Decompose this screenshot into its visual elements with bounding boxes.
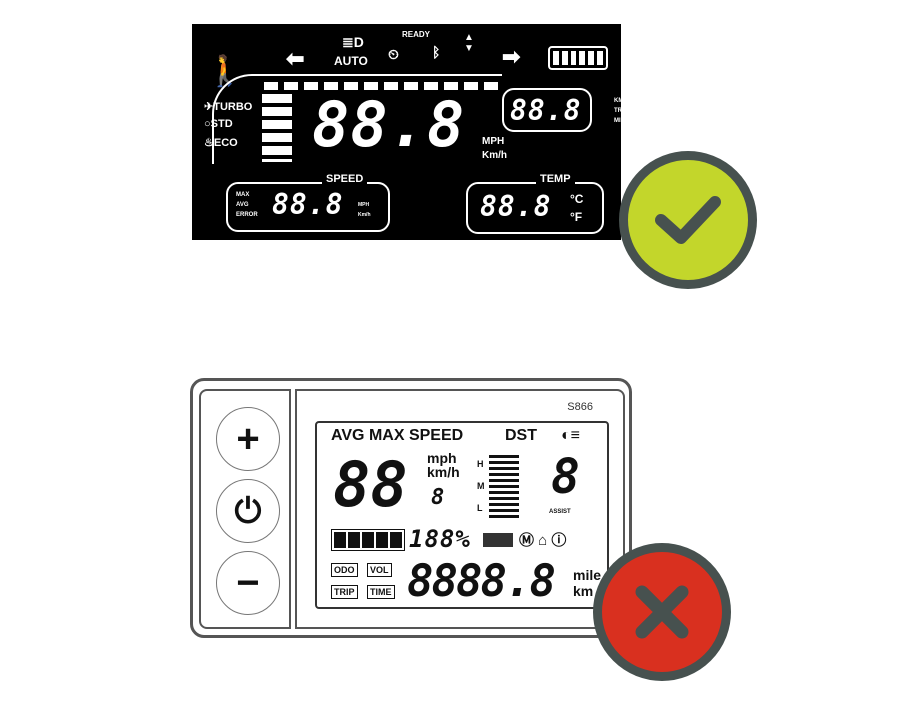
battery-icon xyxy=(331,529,405,551)
battery-percent: 188% xyxy=(409,525,471,553)
main-speed-readout: 88.8 xyxy=(312,88,466,161)
model-label: S866 xyxy=(567,401,593,413)
power-button[interactable]: ⏻ xyxy=(216,479,280,543)
speed-bar-left xyxy=(262,94,292,162)
headlight-icon: ◐≡ xyxy=(561,427,580,444)
vol-button[interactable]: VOL xyxy=(367,563,392,577)
trip-frame xyxy=(502,88,592,132)
time-button[interactable]: TIME xyxy=(367,585,395,599)
plus-button[interactable]: + xyxy=(216,407,280,471)
speed-panel-frame xyxy=(226,182,390,232)
header-labels: AVG MAX SPEED xyxy=(331,427,464,444)
check-badge xyxy=(619,151,757,289)
trip-readout: 88.8 xyxy=(510,94,582,127)
speed-panel-readout: 88.8 xyxy=(272,188,344,221)
dst-label: DST xyxy=(505,427,537,444)
odo-button[interactable]: ODO xyxy=(331,563,358,577)
assist-label: ASSIST xyxy=(549,509,571,515)
trip-button[interactable]: TRIP xyxy=(331,585,358,599)
minus-button[interactable]: − xyxy=(216,551,280,615)
pas-icon xyxy=(483,533,513,547)
temp-panel-title: TEMP xyxy=(536,173,575,185)
headlight-icon: ≣D xyxy=(342,34,364,50)
cruise-icon: ⏲ xyxy=(388,46,399,62)
up-down-icon: ▲▼ xyxy=(464,32,474,54)
temp-panel-frame xyxy=(466,182,604,234)
temp-units: °C°F xyxy=(570,192,584,224)
x-icon xyxy=(635,585,689,639)
temp-readout: 88.8 xyxy=(480,190,552,223)
unit-mph: MPH xyxy=(482,136,505,147)
x-badge xyxy=(593,543,731,681)
odometer-readout: 8888.8 xyxy=(407,556,556,607)
assist-readout: 8 xyxy=(551,449,581,505)
unit-kmh: Km/h xyxy=(482,150,507,161)
auto-label: AUTO xyxy=(334,54,368,68)
small-digit: 8 xyxy=(431,485,446,510)
speed-panel-title: SPEED xyxy=(322,173,368,185)
level-bars xyxy=(489,455,519,519)
status-icons: Ⓜ ⌂ ⓘ xyxy=(519,532,567,549)
check-icon xyxy=(655,196,721,244)
left-arrow-icon: ⬅ xyxy=(286,46,305,71)
good-display-panel: 🚶 ⬅ ≣D AUTO ⏲ READY ᛒ ▲▼ ➡ ✈TURBO ○STD ♨… xyxy=(192,24,632,240)
right-arrow-icon: ➡ xyxy=(502,44,521,69)
speed-readout: 88 xyxy=(333,448,408,521)
speed-bar-segments xyxy=(264,82,504,90)
gauge-arc xyxy=(212,74,502,164)
ready-label: READY xyxy=(402,30,431,39)
button-column: + ⏻ − xyxy=(199,389,291,629)
bluetooth-icon: ᛒ xyxy=(432,44,441,60)
battery-icon xyxy=(548,46,608,70)
